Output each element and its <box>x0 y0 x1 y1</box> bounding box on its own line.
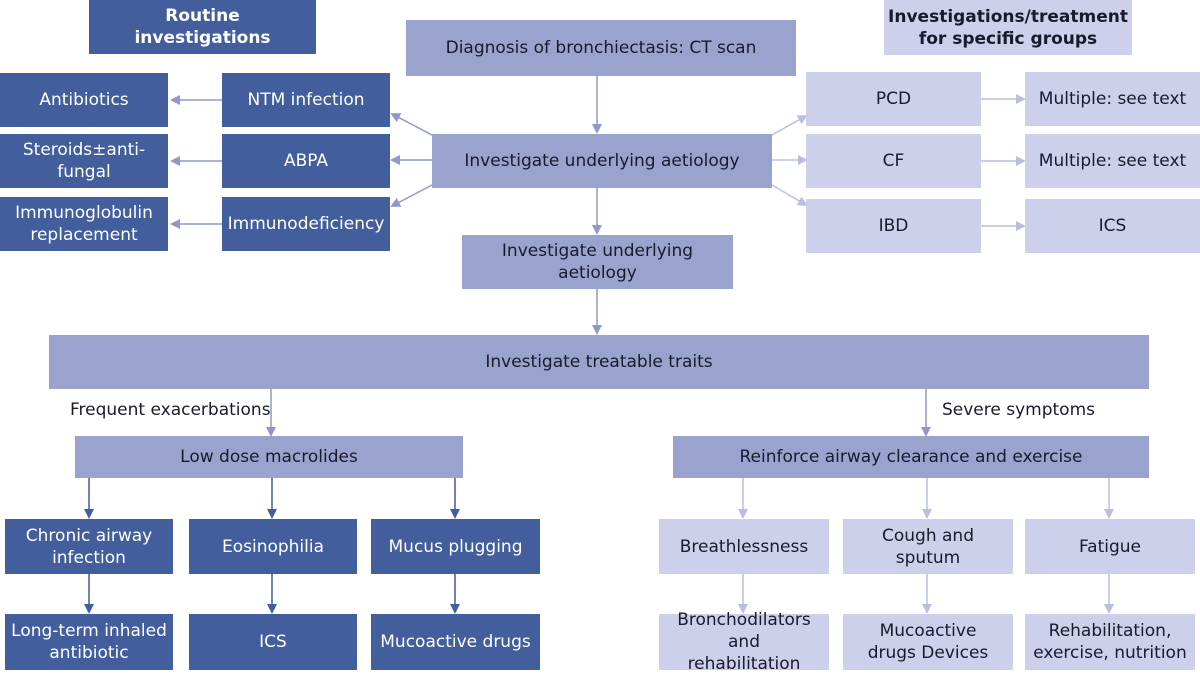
antibiotics-box: Antibiotics <box>0 73 168 127</box>
airway-clearance-box: Reinforce airway clearance and exercise <box>673 436 1149 478</box>
immunodeficiency-box: Immunodeficiency <box>222 197 390 251</box>
arrow-to-ntm <box>390 113 433 136</box>
aetiology-box: Investigate underlying aetiology <box>432 134 772 188</box>
bronchodilators-box: Bronchodilators and rehabilitation <box>659 610 829 674</box>
mucoactive-devices-box: Mucoactive drugs Devices <box>843 614 1013 670</box>
steroids-box: Steroids±anti-fungal <box>0 134 168 188</box>
cough-sputum-box: Cough and sputum <box>843 519 1013 574</box>
frequent-exacerbations-label: Frequent exacerbations <box>70 400 271 420</box>
specific-groups-header: Investigations/treatment for specific gr… <box>884 0 1132 55</box>
macrolides-box: Low dose macrolides <box>75 436 463 478</box>
arrow-to-pcd <box>771 115 808 136</box>
chronic-airway-infection-box: Chronic airway infection <box>5 519 173 574</box>
breathlessness-box: Breathlessness <box>659 519 829 574</box>
ics-box: ICS <box>189 614 357 670</box>
mucoactive-drugs-box: Mucoactive drugs <box>371 614 540 670</box>
pcd-box: PCD <box>806 72 981 126</box>
severe-symptoms-label: Severe symptoms <box>942 400 1095 420</box>
arrow-to-immuno <box>390 184 433 207</box>
diagnosis-box: Diagnosis of bronchiectasis: CT scan <box>406 20 796 76</box>
treatable-traits-box: Investigate treatable traits <box>49 335 1149 389</box>
rehabilitation-box: Rehabilitation, exercise, nutrition <box>1025 614 1195 670</box>
inhaled-antibiotic-box: Long-term inhaled antibiotic <box>5 614 173 670</box>
eosinophilia-box: Eosinophilia <box>189 519 357 574</box>
cf-treatment-box: Multiple: see text <box>1025 134 1200 188</box>
ibd-box: IBD <box>806 199 981 253</box>
ibd-treatment-box: ICS <box>1025 199 1200 253</box>
mucus-plugging-box: Mucus plugging <box>371 519 540 574</box>
routine-investigations-header: Routine investigations <box>89 0 316 54</box>
ntm-infection-box: NTM infection <box>222 73 390 127</box>
arrow-to-ibd <box>771 184 808 207</box>
fatigue-box: Fatigue <box>1025 519 1195 574</box>
aetiology-box-2: Investigate underlying aetiology <box>462 235 733 289</box>
abpa-box: ABPA <box>222 134 390 188</box>
cf-box: CF <box>806 134 981 188</box>
pcd-treatment-box: Multiple: see text <box>1025 72 1200 126</box>
immunoglobulin-box: Immunoglobulin replacement <box>0 197 168 251</box>
